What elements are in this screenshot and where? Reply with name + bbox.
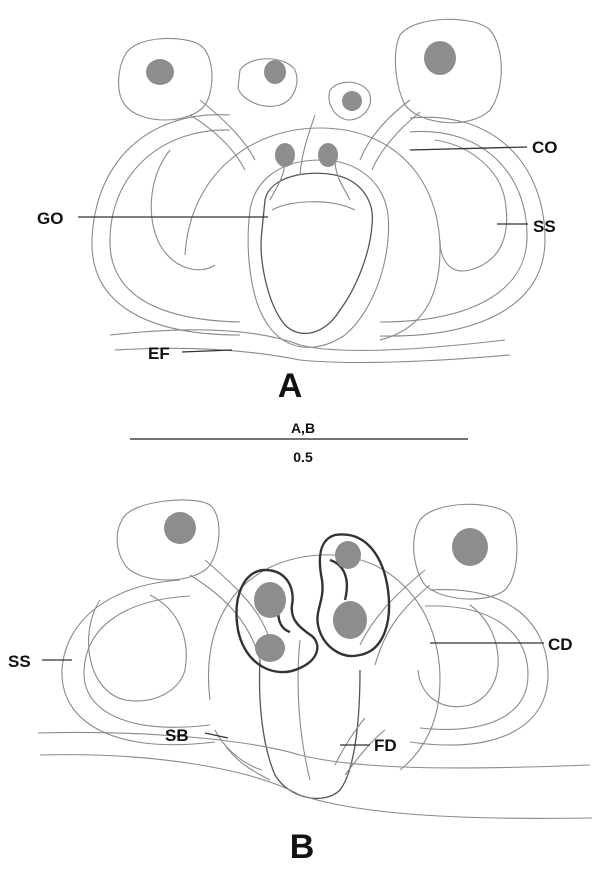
panel-letter-a: A xyxy=(278,367,303,405)
pointer-ef xyxy=(182,350,232,352)
label-ef: EF xyxy=(148,344,170,363)
panel-letter-b: B xyxy=(290,828,315,866)
label-co: CO xyxy=(532,138,558,157)
label-ss-a: SS xyxy=(533,217,556,236)
panel-b-drawing xyxy=(38,500,592,818)
scale-bar-value: 0.5 xyxy=(293,449,313,465)
label-cd: CD xyxy=(548,635,573,654)
label-fd: FD xyxy=(374,736,397,755)
scale-bar-panels: A,B xyxy=(291,420,315,436)
label-go: GO xyxy=(37,209,63,228)
label-ss-b: SS xyxy=(8,652,31,671)
label-sb: SB xyxy=(165,726,189,745)
panel-a-drawing xyxy=(92,19,545,362)
scale-bar: A,B 0.5 xyxy=(130,420,468,465)
